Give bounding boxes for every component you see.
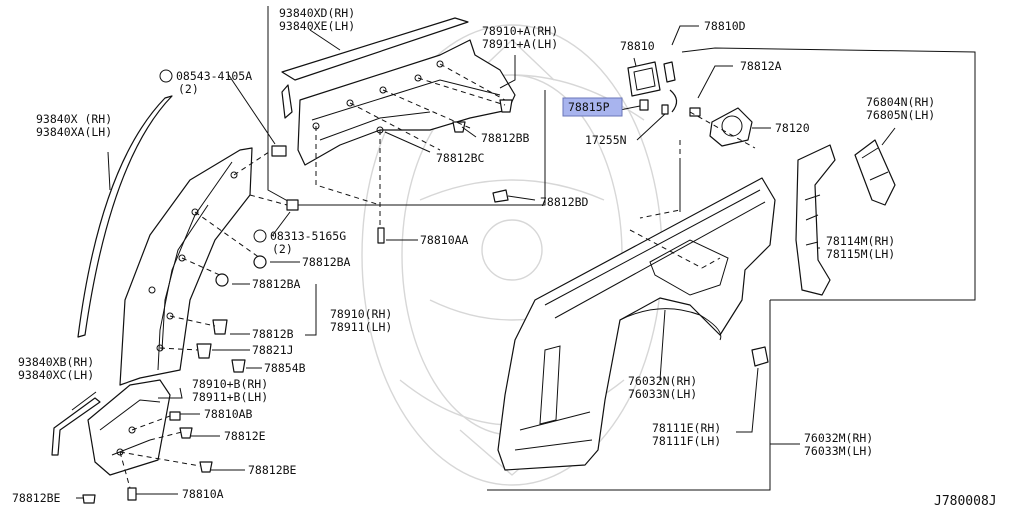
label-78115m[interactable]: 78115M(LH) bbox=[826, 247, 895, 261]
label-78810ab[interactable]: 78810AB bbox=[204, 407, 253, 421]
label-78910a[interactable]: 78910+A(RH) bbox=[482, 24, 558, 38]
label-78911a[interactable]: 78911+A(LH) bbox=[482, 37, 558, 51]
label-17255n[interactable]: 17255N bbox=[585, 133, 627, 147]
leader-lines bbox=[71, 25, 896, 499]
upper-trim-group bbox=[267, 6, 546, 244]
label-76805n[interactable]: 76805N(LH) bbox=[866, 108, 935, 122]
label-78810[interactable]: 78810 bbox=[620, 39, 655, 53]
seal-strip-93840x bbox=[77, 95, 173, 338]
label-78812bb[interactable]: 78812BB bbox=[481, 131, 530, 145]
label-93840x[interactable]: 93840X (RH) bbox=[36, 112, 112, 126]
label-78114m[interactable]: 78114M(RH) bbox=[826, 234, 895, 248]
screw-symbol-icon-2 bbox=[253, 229, 267, 243]
label-78812ba-1[interactable]: 78812BA bbox=[302, 255, 351, 269]
label-93840xc[interactable]: 93840XC(LH) bbox=[18, 368, 94, 382]
label-78111e[interactable]: 78111E(RH) bbox=[652, 421, 721, 435]
label-78810aa[interactable]: 78810AA bbox=[420, 233, 469, 247]
bracket-78910b bbox=[87, 379, 171, 476]
rear-body-panel bbox=[497, 177, 776, 471]
label-76033m[interactable]: 76033M(LH) bbox=[804, 444, 873, 458]
fuel-door-78810 bbox=[627, 61, 661, 97]
label-76032n[interactable]: 76032N(RH) bbox=[628, 374, 697, 388]
weatherstrip-93840xd bbox=[281, 17, 469, 81]
label-93840xa[interactable]: 93840XA(LH) bbox=[36, 125, 112, 139]
label-08313-qty: (2) bbox=[272, 242, 293, 256]
label-78810a[interactable]: 78810A bbox=[182, 487, 224, 501]
label-78821j[interactable]: 78821J bbox=[252, 343, 294, 357]
label-78854b[interactable]: 78854B bbox=[264, 361, 306, 375]
left-trim-group bbox=[77, 95, 299, 386]
label-08543-qty: (2) bbox=[178, 82, 199, 96]
pillar-trims bbox=[795, 139, 896, 296]
label-78812e[interactable]: 78812E bbox=[224, 429, 266, 443]
label-78810d[interactable]: 78810D bbox=[704, 19, 746, 33]
small-parts-group bbox=[627, 47, 976, 301]
screw-symbol-icon bbox=[159, 69, 173, 83]
fuel-housing-78120 bbox=[709, 107, 753, 147]
label-78812bd[interactable]: 78812BD bbox=[540, 195, 589, 209]
label-78120[interactable]: 78120 bbox=[775, 121, 810, 135]
label-78812bc[interactable]: 78812BC bbox=[436, 151, 485, 165]
label-78812a[interactable]: 78812A bbox=[740, 59, 782, 73]
label-78812ba-2[interactable]: 78812BA bbox=[252, 277, 301, 291]
label-78911b[interactable]: 78911+B(LH) bbox=[192, 390, 268, 404]
label-78910b[interactable]: 78910+B(RH) bbox=[192, 377, 268, 391]
highlight-78815p bbox=[562, 97, 623, 117]
lower-bracket-group bbox=[51, 379, 213, 504]
label-78812be-right[interactable]: 78812BE bbox=[248, 463, 297, 477]
label-08313[interactable]: 08313-5165G bbox=[270, 229, 346, 243]
label-78815p[interactable]: 78815P bbox=[568, 100, 610, 114]
rear-quarter-trim bbox=[119, 147, 253, 386]
label-93840xd[interactable]: 93840XD(RH) bbox=[279, 6, 355, 20]
label-76033n[interactable]: 76033N(LH) bbox=[628, 387, 697, 401]
seal-93840xb bbox=[51, 397, 101, 456]
label-76804n[interactable]: 76804N(RH) bbox=[866, 95, 935, 109]
pillar-trim-78114m bbox=[795, 144, 836, 296]
body-panel-group bbox=[487, 177, 776, 491]
label-78111f[interactable]: 78111F(LH) bbox=[652, 434, 721, 448]
label-78812be-left[interactable]: 78812BE bbox=[12, 491, 61, 505]
figure-reference: J780008J bbox=[934, 494, 997, 509]
part-labels: 93840XD(RH) 93840XE(LH) 78910+A(RH) 7891… bbox=[12, 6, 997, 509]
label-78910[interactable]: 78910(RH) bbox=[330, 307, 392, 321]
label-93840xb[interactable]: 93840XB(RH) bbox=[18, 355, 94, 369]
label-93840xe[interactable]: 93840XE(LH) bbox=[279, 19, 355, 33]
label-78812b[interactable]: 78812B bbox=[252, 327, 294, 341]
label-78911[interactable]: 78911(LH) bbox=[330, 320, 392, 334]
label-76032m[interactable]: 76032M(RH) bbox=[804, 431, 873, 445]
upper-trim-panel bbox=[297, 39, 516, 166]
label-08543[interactable]: 08543-4105A bbox=[176, 69, 252, 83]
